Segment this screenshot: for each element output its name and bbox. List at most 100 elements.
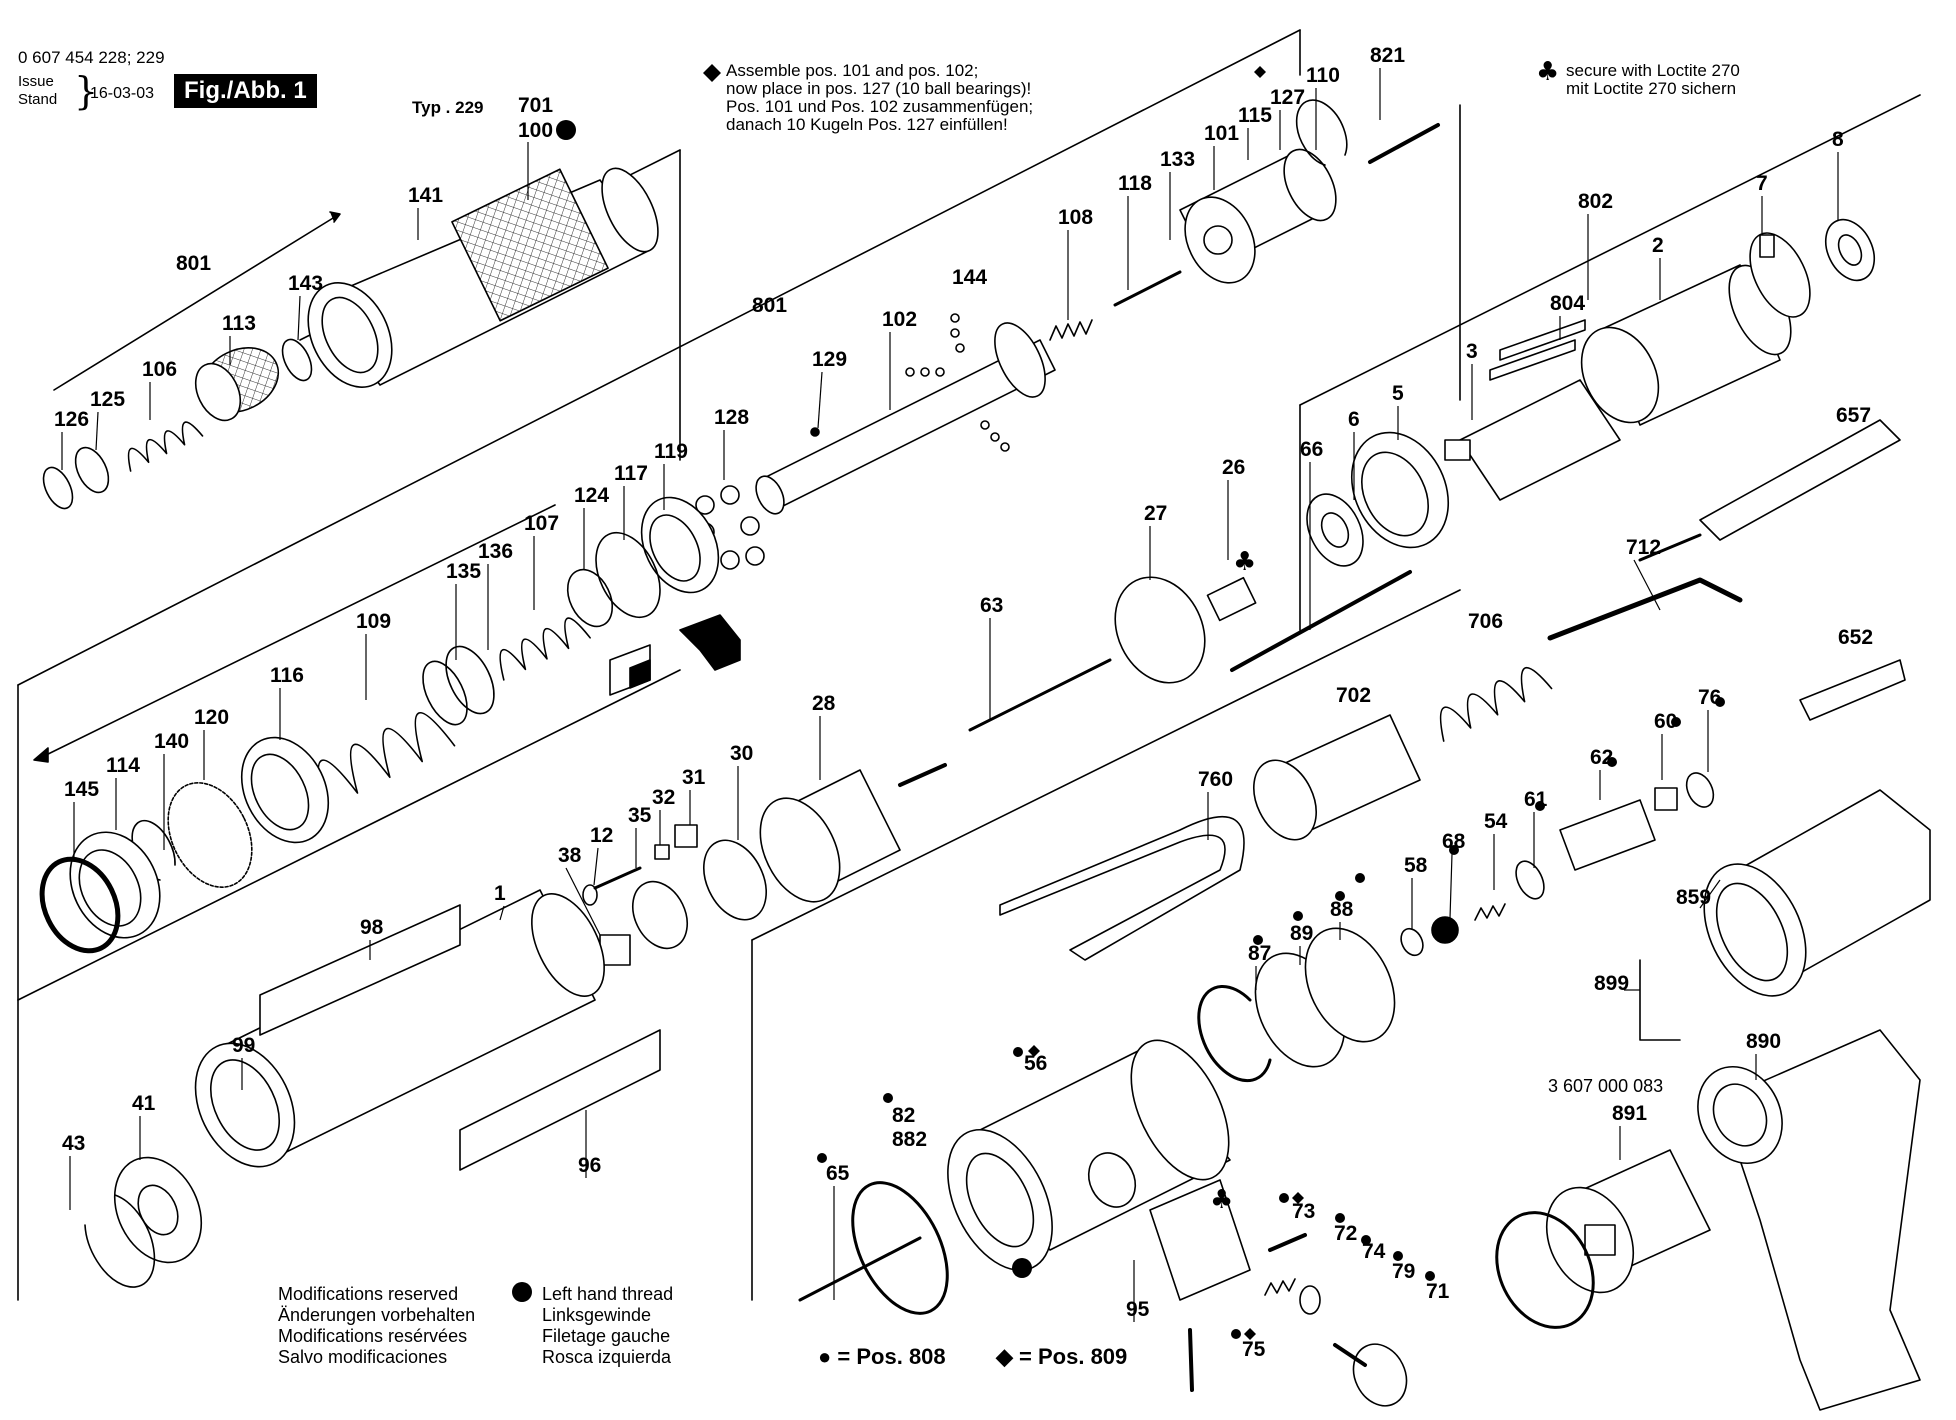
part-73-pin <box>1268 1233 1307 1252</box>
part-804-vanes <box>1489 319 1586 381</box>
part-label-62: 62 <box>1590 746 1613 769</box>
part-label-56: 56 <box>1024 1052 1047 1075</box>
part-label-701: 701 <box>518 94 553 117</box>
part-label-126: 126 <box>54 408 89 431</box>
part-127-ball-bearings <box>905 313 1010 452</box>
part-108-spring <box>1049 319 1093 341</box>
part-label-102: 102 <box>882 308 917 331</box>
part-label-1: 1 <box>494 882 506 905</box>
part-7-end-plate <box>1749 232 1811 318</box>
part-label-821: 821 <box>1370 44 1405 67</box>
part-label-712: 712 <box>1626 536 1661 559</box>
part-890-pistol-grip <box>1697 1029 1921 1411</box>
pos-808-text: = Pos. 808 <box>837 1344 946 1369</box>
part-102-shaft <box>755 322 1056 515</box>
stand-label: Stand <box>18 91 58 108</box>
loctite-note-line-1: secure with Loctite 270 <box>1566 61 1740 80</box>
part-label-60: 60 <box>1654 710 1677 733</box>
part-label-113: 113 <box>222 312 256 335</box>
part-113-knurled-nut <box>194 347 280 422</box>
issue-label: Issue <box>18 73 54 90</box>
loctite-note: secure with Loctite 270 mit Loctite 270 … <box>1566 62 1740 98</box>
part-125-washer <box>74 446 110 494</box>
part-label-75: 75 <box>1242 1338 1266 1361</box>
part-32-planet-gear <box>654 844 670 860</box>
part-96-label <box>459 1029 661 1171</box>
part-numbers: 0 607 454 228; 229 <box>18 48 165 67</box>
part-label-143: 143 <box>288 272 323 295</box>
part-66-rod <box>1230 570 1412 672</box>
part-label-89: 89 <box>1290 922 1313 945</box>
part-5-bearing-plate <box>1350 431 1450 549</box>
part-141-sleeve <box>307 167 659 388</box>
part-label-74: 74 <box>1362 1240 1386 1263</box>
part-label-802: 802 <box>1578 190 1613 213</box>
part-label-652: 652 <box>1838 626 1873 649</box>
pos-808-legend: ● = Pos. 808 <box>818 1344 946 1369</box>
modifications-es: Salvo modificaciones <box>278 1347 448 1367</box>
part-label-116: 116 <box>270 664 304 687</box>
part-124-ring <box>566 568 614 628</box>
part-65-rod <box>798 1236 922 1302</box>
modifications-en: Modifications reserved <box>278 1284 459 1304</box>
loctite-note-line-2: mit Loctite 270 sichern <box>1566 79 1737 98</box>
part-label-109: 109 <box>356 610 391 633</box>
part-35-pin <box>593 866 642 890</box>
part-26-pinion <box>1206 576 1257 622</box>
direction-arrow-top <box>53 211 341 391</box>
left-hand-en: Left hand thread <box>542 1284 674 1304</box>
part-657-screwdriver <box>1638 419 1901 562</box>
part-label-117: 117 <box>614 462 648 485</box>
part-95-trigger <box>1149 1179 1251 1301</box>
part-label-804: 804 <box>1550 292 1585 315</box>
part-number-labels: 7011001418011431131061251261101271151011… <box>54 44 1873 1361</box>
part-label-26: 26 <box>1222 456 1245 479</box>
part-label-5: 5 <box>1392 382 1404 405</box>
assembly-note-line-2: now place in pos. 127 (10 ball bearings)… <box>726 79 1032 98</box>
part-706-spring <box>1439 667 1553 742</box>
part-12-washer <box>582 884 598 906</box>
part-106-spring <box>127 421 204 472</box>
part-label-8: 8 <box>1832 128 1844 151</box>
part-label-66: 66 <box>1300 438 1323 461</box>
part-56-handle-housing <box>947 1039 1231 1272</box>
part-136-ring <box>445 645 495 715</box>
part-label-12: 12 <box>590 824 613 847</box>
part-label-27: 27 <box>1144 502 1167 525</box>
part-label-657: 657 <box>1836 404 1871 427</box>
part-129-ball <box>810 427 820 437</box>
type-label: Typ . 229 <box>412 98 484 117</box>
part-label-73: 73 <box>1292 1200 1315 1223</box>
inlet-parts <box>1400 772 1715 957</box>
part-label-28: 28 <box>812 692 836 715</box>
part-label-65: 65 <box>826 1162 850 1185</box>
part-75-pin <box>1188 1328 1194 1392</box>
part-label-891: 891 <box>1612 1102 1647 1125</box>
part-87-89-88-rings <box>1197 927 1396 1083</box>
modifications-fr: Modifications resérvées <box>278 1326 468 1346</box>
pos-808-markers <box>817 697 1725 1339</box>
part-31-planet-gear <box>674 824 698 848</box>
part-119-ring <box>640 496 720 594</box>
part-98-label <box>259 904 461 1036</box>
part-109-spring <box>317 712 456 810</box>
part-label-82: 82 <box>892 1104 915 1127</box>
part-label-133: 133 <box>1160 148 1195 171</box>
part-110-oring <box>1295 99 1348 166</box>
part-label-88: 88 <box>1330 898 1354 921</box>
svg-text:♣: ♣ <box>1233 547 1256 577</box>
leader-lines <box>61 68 1839 1322</box>
part-label-882: 882 <box>892 1128 927 1151</box>
direction-arrow-left <box>33 504 556 763</box>
part-133-valve-stem <box>1113 270 1182 307</box>
brace-glyph: } <box>74 69 99 113</box>
pos-809-markers <box>703 64 1304 1340</box>
part-label-115: 115 <box>1238 104 1272 127</box>
assembly-note-line-3: Pos. 101 und Pos. 102 zusammenfügen; <box>726 97 1034 116</box>
part-712-hex-key <box>1547 577 1743 641</box>
part-899-bracket <box>1639 959 1681 1041</box>
svg-text:♣: ♣ <box>1536 57 1559 87</box>
part-label-890: 890 <box>1746 1030 1781 1053</box>
part-126-circlip <box>42 466 74 510</box>
part-label-6: 6 <box>1348 408 1360 431</box>
